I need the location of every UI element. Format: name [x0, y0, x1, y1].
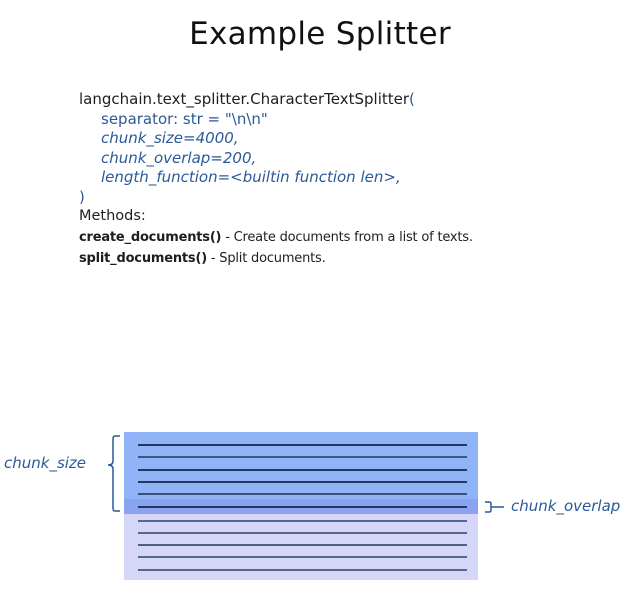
chunk-overlap-label: chunk_overlap	[511, 497, 621, 515]
text-line	[138, 569, 467, 571]
text-line	[138, 493, 467, 495]
open-paren: (	[409, 90, 415, 108]
param-chunk-size: chunk_size=4000,	[101, 129, 239, 147]
method-parens: ()	[195, 250, 207, 266]
text-line	[138, 544, 467, 546]
text-line	[138, 556, 467, 558]
chunk-overlap-bracket-icon	[485, 501, 504, 513]
param-length-function: length_function=<builtin function len>,	[101, 168, 401, 186]
text-line	[138, 506, 467, 508]
method-desc: - Split documents.	[206, 250, 326, 266]
method-parens: ()	[209, 229, 222, 245]
method-desc: - Create documents from a list of texts.	[221, 229, 473, 245]
param-separator: separator: str = "\n\n"	[101, 109, 268, 128]
methods-heading: Methods:	[79, 208, 146, 224]
chunk-size-label: chunk_size	[4, 454, 87, 472]
text-line	[138, 520, 467, 522]
text-chunks-diagram	[124, 432, 478, 580]
text-line	[138, 532, 467, 534]
method-name: split_documents	[79, 250, 196, 266]
signature-head: langchain.text_splitter.CharacterTextSpl…	[79, 90, 473, 110]
method-name: create_documents	[79, 229, 210, 245]
chunk-1	[124, 432, 478, 499]
close-paren: )	[79, 187, 85, 206]
chunk-size-brace-icon	[107, 435, 120, 512]
class-signature: langchain.text_splitter.CharacterTextSpl…	[79, 90, 473, 269]
text-line	[138, 481, 467, 483]
class-path: langchain.text_splitter.CharacterTextSpl…	[79, 90, 410, 108]
method-split-documents: split_documents() - Split documents.	[79, 248, 473, 269]
page-title: Example Splitter	[189, 16, 451, 52]
text-line	[138, 469, 467, 471]
text-line	[138, 456, 467, 458]
method-create-documents: create_documents() - Create documents fr…	[79, 227, 473, 248]
text-line	[138, 444, 467, 446]
param-chunk-overlap: chunk_overlap=200,	[101, 148, 257, 167]
